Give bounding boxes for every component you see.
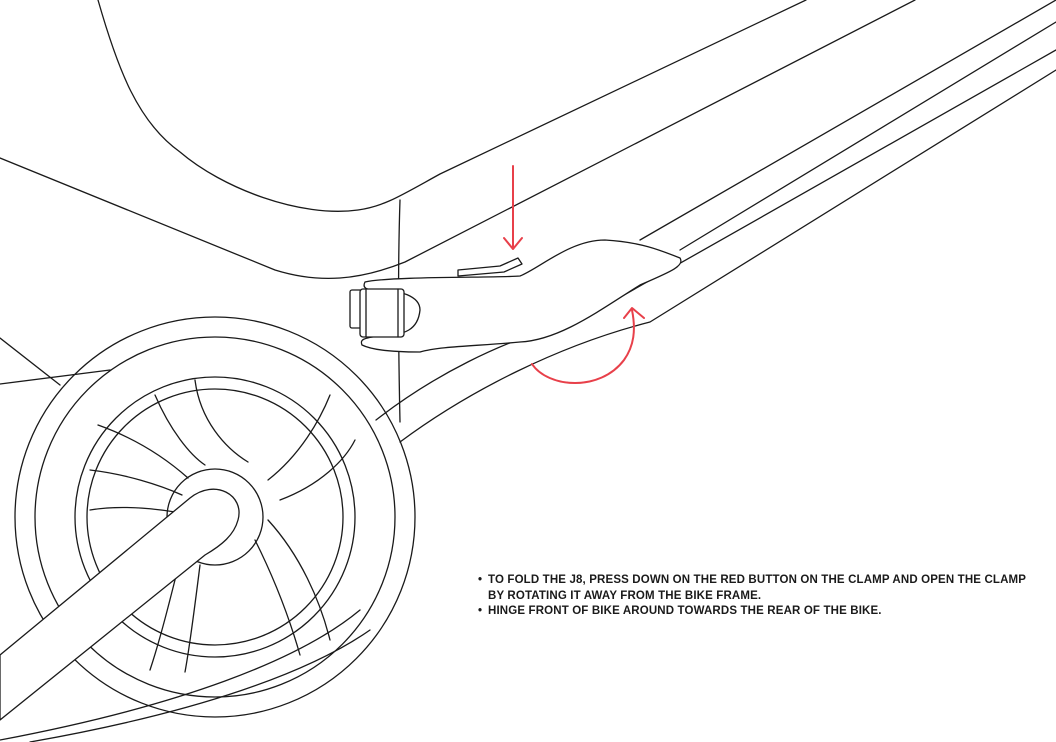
rotate-open-arrow-icon	[531, 307, 645, 384]
frame-top-line-3	[639, 0, 1056, 241]
clamp-lever	[360, 239, 682, 353]
chainstay-line	[0, 609, 361, 741]
clamp-hinge	[349, 288, 405, 338]
frame-lower-tube-2	[399, 69, 1056, 443]
frame-top-line-2	[679, 21, 1056, 251]
instruction-step-1: TO FOLD THE J8, PRESS DOWN ON THE RED BU…	[478, 573, 1038, 604]
crank-arm	[0, 488, 240, 721]
chainstay-line-2	[29, 629, 371, 742]
rear-body-panel	[97, 0, 807, 212]
release-button	[457, 257, 523, 277]
chainring	[14, 316, 416, 718]
press-down-arrow-icon	[503, 165, 523, 250]
frame-top-line	[0, 0, 916, 280]
instruction-list: TO FOLD THE J8, PRESS DOWN ON THE RED BU…	[478, 573, 1038, 620]
frame-down-line-2	[0, 369, 111, 385]
frame-lower-tube	[375, 49, 1056, 421]
instruction-step-2: HINGE FRONT OF BIKE AROUND TOWARDS THE R…	[478, 604, 1038, 620]
